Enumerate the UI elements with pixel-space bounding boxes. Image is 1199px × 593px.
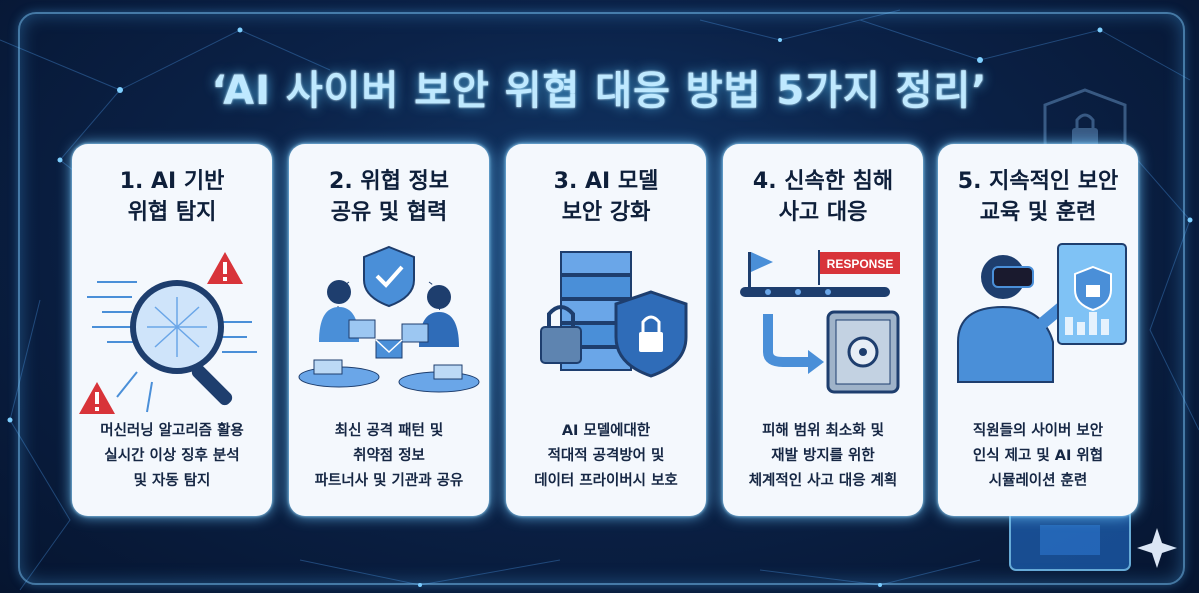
- magnifier-circuit-icon: [79, 252, 257, 414]
- card-description: 직원들의 사이버 보안 인식 제고 및 AI 위협 시뮬레이션 훈련: [942, 419, 1134, 494]
- response-flag: RESPONSE: [818, 250, 900, 285]
- card-desc-line: 최신 공격 패턴 및: [334, 423, 444, 439]
- response-badge: RESPONSE: [827, 257, 894, 271]
- card-desc-line: 인식 제고 및 AI 위협: [972, 448, 1104, 464]
- card-title: 4. 신속한 침해 사고 대응: [733, 166, 913, 228]
- holographic-screen-icon: [1057, 243, 1127, 345]
- card-security-training: 5. 지속적인 보안 교육 및 훈련 직원들의 사이버 보안 인식 제고 및 A…: [938, 144, 1138, 516]
- vr-person-icon: [957, 255, 1072, 383]
- card-incident-response: 4. 신속한 침해 사고 대응 RESPONSE 피해 범위 최소화 및 재발 …: [723, 144, 923, 516]
- card-title-line: 위협 탐지: [127, 200, 217, 225]
- card-title-line: 보안 강화: [561, 200, 651, 225]
- card-description: 피해 범위 최소화 및 재발 방지를 위한 체계적인 사고 대응 계획: [727, 419, 919, 494]
- vr-training-icon: [957, 243, 1127, 383]
- chip-icon: [1009, 509, 1131, 571]
- warning-icon: [207, 252, 243, 284]
- card-desc-line: 머신러닝 알고리즘 활용: [100, 423, 244, 439]
- safe-icon: [826, 310, 900, 394]
- flag-icon: [748, 252, 773, 297]
- card-ai-model-security: 3. AI 모델 보안 강화 AI 모델에대한 적대적 공격방어 및 데이터 프…: [506, 144, 706, 516]
- card-desc-line: 재발 방지를 위한: [771, 448, 875, 464]
- card-title: 1. AI 기반 위협 탐지: [82, 166, 262, 228]
- card-threat-intel-sharing: 2. 위협 정보 공유 및 협력 최신 공격 패턴 및 취약점 정보 파트너사 …: [289, 144, 489, 516]
- card-title-line: 1. AI 기반: [119, 169, 225, 194]
- card-desc-line: 피해 범위 최소화 및: [762, 423, 884, 439]
- card-ai-threat-detection: 1. AI 기반 위협 탐지 머신러닝 알고리즘 활용 실시간 이상 징후 분석…: [72, 144, 272, 516]
- page-title: ‘AI 사이버 보안 위협 대응 방법 5가지 정리’: [211, 68, 988, 114]
- envelope-icon: [375, 339, 403, 359]
- card-title: 2. 위협 정보 공유 및 협력: [299, 166, 479, 228]
- card-desc-line: 체계적인 사고 대응 계획: [748, 473, 898, 489]
- card-desc-line: AI 모델에대한: [561, 423, 651, 439]
- card-description: 머신러닝 알고리즘 활용 실시간 이상 징후 분석 및 자동 탐지: [76, 419, 268, 494]
- card-desc-line: 파트너사 및 기관과 공유: [314, 473, 464, 489]
- card-desc-line: 적대적 공격방어 및: [547, 448, 665, 464]
- card-title: 5. 지속적인 보안 교육 및 훈련: [948, 166, 1128, 228]
- people-sharing-icon: [298, 245, 480, 393]
- card-desc-line: 직원들의 사이버 보안: [972, 423, 1104, 439]
- card-title-line: 4. 신속한 침해: [752, 169, 894, 194]
- title-frame: [18, 12, 1185, 585]
- card-title-line: 2. 위협 정보: [329, 169, 449, 194]
- card-title: 3. AI 모델 보안 강화: [516, 166, 696, 228]
- card-desc-line: 취약점 정보: [353, 448, 425, 464]
- response-safe-icon: RESPONSE: [740, 250, 900, 394]
- warning-icon: [79, 382, 115, 414]
- shield-check-icon: [363, 245, 415, 308]
- card-title-line: 교육 및 훈련: [979, 200, 1097, 225]
- card-desc-line: 실시간 이상 징후 분석: [104, 448, 240, 464]
- card-title-line: 5. 지속적인 보안: [957, 169, 1119, 194]
- card-title-line: 3. AI 모델: [553, 169, 659, 194]
- padlock-icon: [540, 305, 582, 364]
- card-title-line: 사고 대응: [778, 200, 868, 225]
- card-description: AI 모델에대한 적대적 공격방어 및 데이터 프라이버시 보호: [510, 419, 702, 494]
- server-shield-icon: [540, 251, 688, 378]
- card-desc-line: 시뮬레이션 훈련: [988, 473, 1088, 489]
- card-title-line: 공유 및 협력: [330, 200, 448, 225]
- shield-lock-icon: [614, 290, 688, 378]
- card-description: 최신 공격 패턴 및 취약점 정보 파트너사 및 기관과 공유: [293, 419, 485, 494]
- card-desc-line: 데이터 프라이버시 보호: [534, 473, 678, 489]
- sparkle-icon: [1137, 528, 1177, 568]
- card-desc-line: 및 자동 탐지: [133, 473, 211, 489]
